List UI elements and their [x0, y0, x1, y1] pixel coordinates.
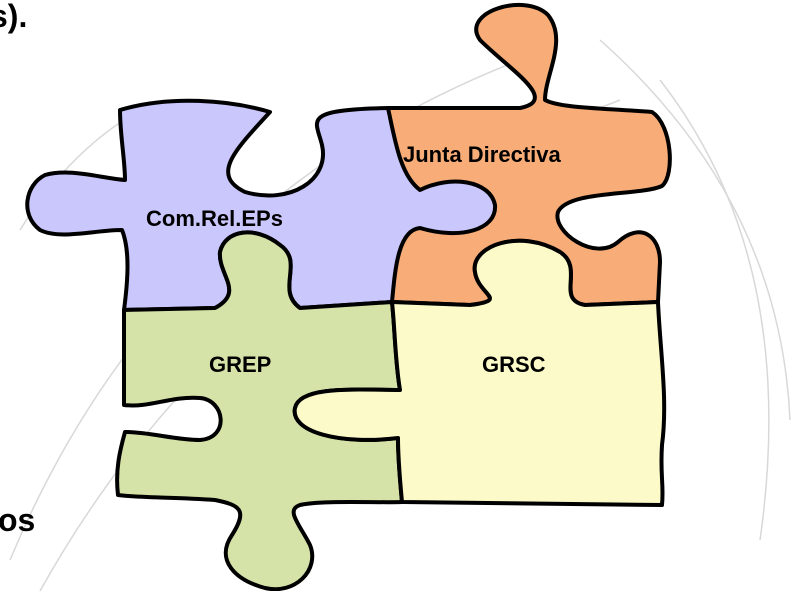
label-junta-directiva: Junta Directiva: [403, 142, 561, 167]
label-grep: GREP: [209, 352, 271, 377]
partial-text-top: s).: [0, 0, 28, 34]
partial-text-bottom: os: [0, 502, 36, 538]
puzzle-piece-com-rel-eps: [25, 98, 498, 312]
puzzle-piece-grsc: [292, 238, 667, 507]
label-grsc: GRSC: [482, 352, 546, 377]
label-com-rel-eps: Com.Rel.EPs: [146, 206, 283, 231]
puzzle-piece-grep: [115, 230, 404, 591]
